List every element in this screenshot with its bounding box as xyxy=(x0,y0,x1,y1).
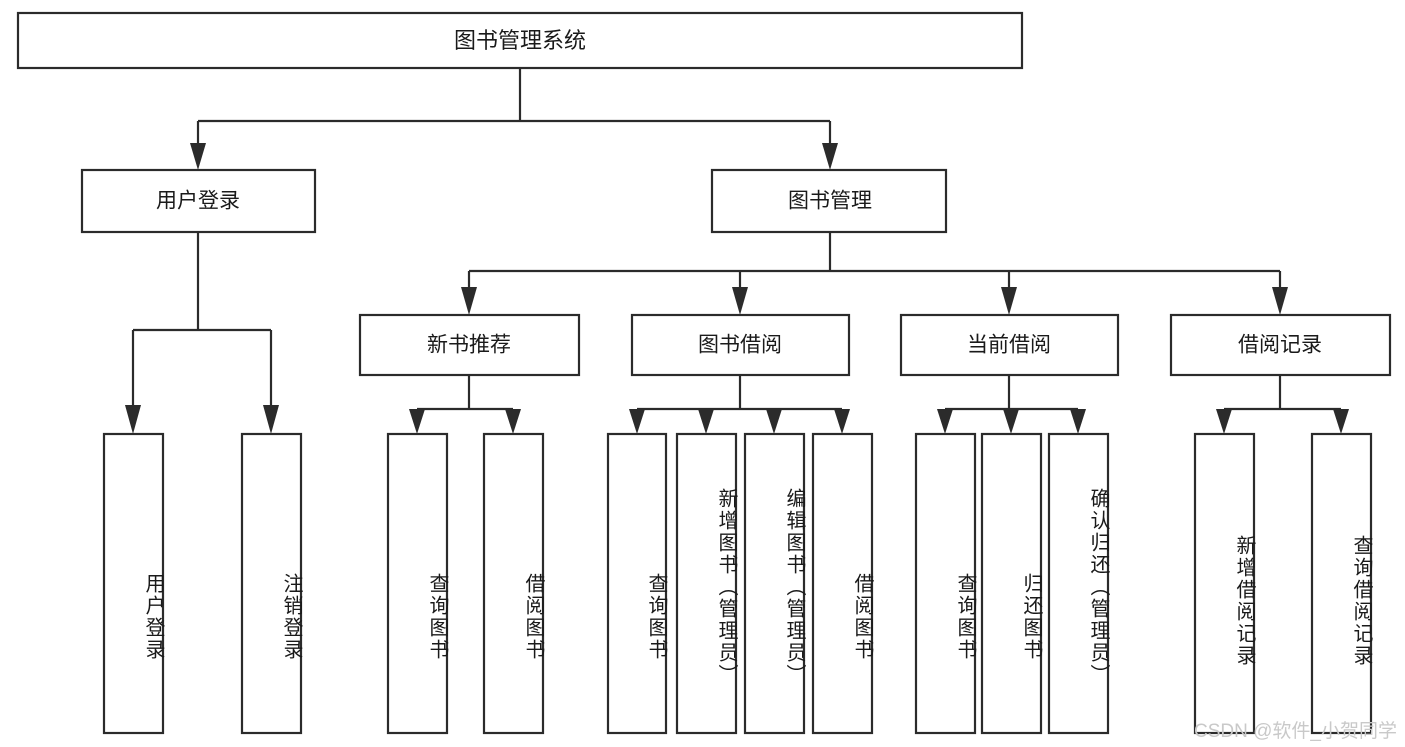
node-box-book-manage[interactable] xyxy=(710,168,948,234)
arrow-head-current-borrow xyxy=(1001,287,1017,315)
csdn-watermark: CSDN @软件_小贺同学 xyxy=(1194,721,1397,742)
leaf-box-bb-query-book[interactable] xyxy=(606,432,668,735)
node-label-new-book-recommend: 新书推荐 xyxy=(427,334,511,357)
node-box-root[interactable] xyxy=(16,11,1024,70)
leaf-box-bb-borrow-book[interactable] xyxy=(811,432,874,735)
arrow-head-book-manage xyxy=(822,143,838,170)
arrow-head-leaf-logout xyxy=(263,405,279,434)
leaf-box-bb-edit-book[interactable] xyxy=(743,432,806,735)
arrow-head-nb-leaf-1 xyxy=(409,409,425,434)
node-label-book-manage: 图书管理 xyxy=(788,190,872,213)
arrow-head-book-borrow xyxy=(732,287,748,315)
leaf-box-br-add-record[interactable] xyxy=(1193,432,1256,735)
arrow-head-bb-leaf-4 xyxy=(834,409,850,434)
leaf-box-nb-borrow-book[interactable] xyxy=(482,432,545,735)
arrow-head-br-leaf-1 xyxy=(1216,409,1232,434)
leaf-box-bb-add-book[interactable] xyxy=(675,432,738,735)
leaf-box-br-query-record[interactable] xyxy=(1310,432,1373,735)
arrow-head-nb-leaf-2 xyxy=(505,409,521,434)
arrow-head-bb-leaf-2 xyxy=(698,409,714,434)
arrow-head-br-leaf-2 xyxy=(1333,409,1349,434)
leaf-box-cb-confirm-return[interactable] xyxy=(1047,432,1110,735)
leaf-box-logout[interactable] xyxy=(240,432,303,735)
arrow-head-borrow-record xyxy=(1272,287,1288,315)
node-box-borrow-record[interactable] xyxy=(1169,313,1392,377)
arrow-head-leaf-user-login xyxy=(125,405,141,434)
node-label-borrow-record: 借阅记录 xyxy=(1238,334,1322,357)
arrow-head-cb-leaf-3 xyxy=(1070,409,1086,434)
node-box-book-borrow[interactable] xyxy=(630,313,851,377)
node-label-current-borrow: 当前借阅 xyxy=(967,334,1051,357)
node-label-user-login: 用户登录 xyxy=(156,190,240,213)
arrow-head-cb-leaf-1 xyxy=(937,409,953,434)
arrow-head-cb-leaf-2 xyxy=(1003,409,1019,434)
leaf-box-user-login[interactable] xyxy=(102,432,165,735)
arrow-head-bb-leaf-1 xyxy=(629,409,645,434)
arrow-head-bb-leaf-3 xyxy=(766,409,782,434)
node-box-new-book-recommend[interactable] xyxy=(358,313,581,377)
leaf-box-nb-query-book[interactable] xyxy=(386,432,449,735)
node-layer: 图书管理系统 用户登录 图书管理 新书推荐 图书借阅 当前借阅 借阅记录 xyxy=(16,11,1392,735)
node-label-root: 图书管理系统 xyxy=(454,28,586,53)
leaf-box-cb-query-book[interactable] xyxy=(914,432,977,735)
node-label-book-borrow: 图书借阅 xyxy=(698,334,782,357)
node-box-user-login[interactable] xyxy=(80,168,317,234)
node-box-current-borrow[interactable] xyxy=(899,313,1120,377)
arrow-head-user-login xyxy=(190,143,206,170)
arrow-head-new-book xyxy=(461,287,477,315)
leaf-box-cb-return-book[interactable] xyxy=(980,432,1043,735)
connector-layer xyxy=(125,68,1349,434)
